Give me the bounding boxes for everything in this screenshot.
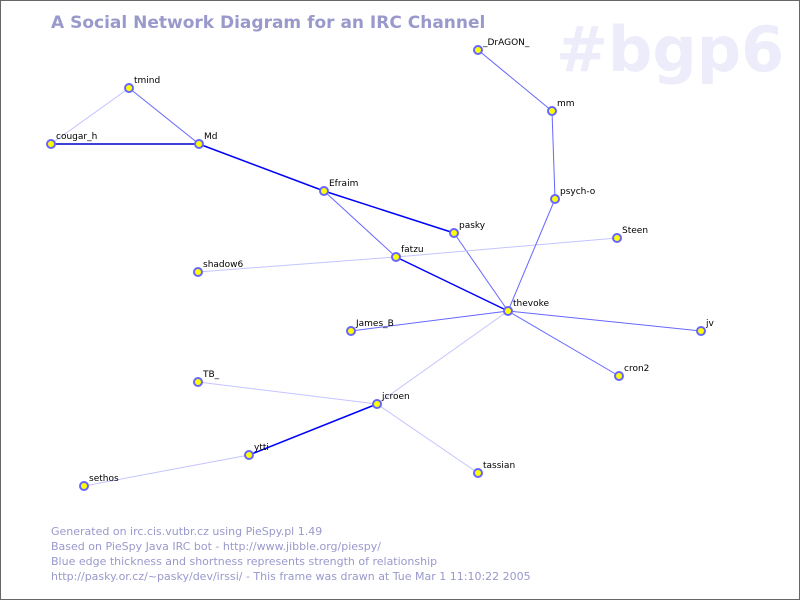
edge-thevoke-jv [507, 310, 702, 332]
node-circle [614, 371, 624, 381]
node-label: tassian [483, 461, 515, 471]
node-circle [319, 186, 329, 196]
node-circle [79, 481, 89, 491]
edge-Efraim-pasky [323, 190, 455, 234]
node-circle [612, 233, 622, 243]
channel-watermark: #bgp6 [556, 13, 785, 86]
node-label: psych-o [560, 187, 596, 197]
node-label: jcroen [381, 392, 410, 402]
node-TB_: TB_ [193, 370, 220, 387]
node-label: Md [204, 132, 217, 142]
edge-TB_-jcroen [197, 381, 378, 405]
node-jcroen: jcroen [372, 392, 410, 409]
edge-jcroen-tassian [376, 403, 479, 474]
node-label: ytti [254, 443, 269, 453]
node-jv: jv [696, 319, 715, 336]
footer-line: Blue edge thickness and shortness repres… [51, 555, 438, 568]
edge-Md-Efraim [198, 143, 325, 192]
node-circle [696, 326, 706, 336]
node-label: fatzu [401, 245, 424, 255]
footer: Generated on irc.cis.vutbr.cz using PieS… [51, 524, 531, 584]
edge-jcroen-ytti [248, 403, 378, 456]
node-circle [503, 306, 513, 316]
edge-fatzu-thevoke [395, 256, 509, 312]
node-circle [193, 267, 203, 277]
edge-tmind-cougar_h [50, 87, 130, 145]
node-pasky: pasky [449, 221, 486, 238]
node-label: pasky [459, 221, 486, 231]
node-mm: mm [547, 99, 575, 116]
edge-shadow6-fatzu [197, 256, 397, 273]
node-thevoke: thevoke [503, 299, 549, 316]
node-Steen: Steen [612, 226, 648, 243]
node-Md: Md [194, 132, 217, 149]
node-label: sethos [89, 474, 119, 484]
node-circle [193, 377, 203, 387]
edge-tmind-Md [128, 87, 200, 145]
footer-line: Based on PieSpy Java IRC bot - http://ww… [51, 540, 381, 553]
edge-mm-psych-o [551, 110, 556, 200]
node-label: Steen [622, 226, 648, 236]
edges [50, 49, 702, 487]
edge-ytti-sethos [83, 454, 250, 487]
footer-line: http://pasky.or.cz/~pasky/dev/irssi/ - T… [51, 570, 531, 583]
edge-thevoke-jcroen [376, 310, 509, 405]
node-tmind: tmind [124, 76, 160, 93]
node-psych-o: psych-o [550, 187, 596, 204]
node-label: shadow6 [203, 260, 243, 270]
node-label: cron2 [624, 364, 649, 374]
node-cougar_h: cougar_h [46, 132, 97, 149]
node-sethos: sethos [79, 474, 119, 491]
edge-thevoke-cron2 [507, 310, 620, 377]
node-label: thevoke [513, 299, 549, 309]
node-Efraim: Efraim [319, 179, 358, 196]
edge-fatzu-Steen [395, 237, 618, 258]
node-circle [550, 194, 560, 204]
node-circle [473, 468, 483, 478]
node-label: Efraim [329, 179, 358, 189]
node-label: tmind [134, 76, 160, 86]
node-label: TB_ [202, 370, 220, 380]
node-James_B: James_B [346, 319, 394, 336]
node-circle [346, 326, 356, 336]
node-circle [244, 450, 254, 460]
node-label: mm [557, 99, 575, 109]
node-circle [194, 139, 204, 149]
node-tassian: tassian [473, 461, 515, 478]
edge-_DrAGON_-mm [477, 49, 553, 112]
node-circle [124, 83, 134, 93]
node-label: _DrAGON_ [482, 38, 530, 48]
edge-psych-o-thevoke [507, 198, 556, 312]
node-circle [372, 399, 382, 409]
edge-Efraim-fatzu [323, 190, 397, 258]
node-circle [391, 252, 401, 262]
node-circle [547, 106, 557, 116]
node-circle [46, 139, 56, 149]
node-shadow6: shadow6 [193, 260, 243, 277]
edge-thevoke-James_B [350, 310, 509, 332]
node-ytti: ytti [244, 443, 269, 460]
edge-pasky-thevoke [453, 232, 509, 312]
node-_DrAGON_: _DrAGON_ [473, 38, 530, 55]
node-circle [449, 228, 459, 238]
node-circle [473, 45, 483, 55]
node-label: cougar_h [56, 132, 97, 142]
diagram-title: A Social Network Diagram for an IRC Chan… [51, 13, 486, 33]
node-label: jv [705, 319, 715, 329]
node-fatzu: fatzu [391, 245, 424, 262]
node-label: James_B [355, 319, 394, 329]
footer-line: Generated on irc.cis.vutbr.cz using PieS… [51, 525, 323, 538]
node-cron2: cron2 [614, 364, 649, 381]
